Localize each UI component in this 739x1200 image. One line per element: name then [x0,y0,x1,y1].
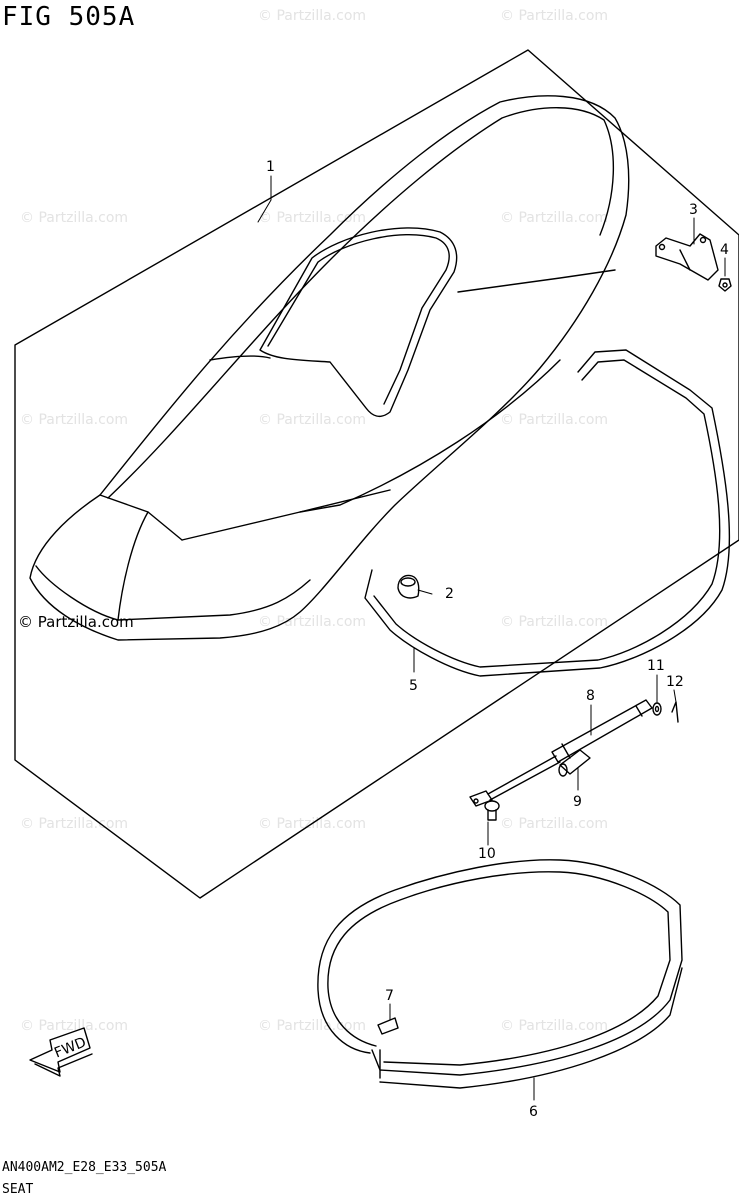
watermark-text: © Partzilla.com [258,210,367,226]
callout-1: 1 [266,159,275,175]
bracket-part-3[interactable] [655,233,719,281]
callout-9: 9 [573,794,582,810]
callout-8: 8 [586,688,595,704]
callout-11: 11 [647,658,665,674]
damper-part-8[interactable] [469,699,653,807]
callout-5: 5 [409,678,418,694]
figure-title: FIG 505A [2,2,136,32]
cushion-part-2[interactable] [397,574,420,599]
nut-part-4[interactable] [718,278,732,292]
assembly-frame [14,49,739,899]
copyright-notice: © Partzilla.com [18,613,134,631]
watermark-text: © Partzilla.com [20,1018,129,1034]
fwd-arrow-icon: FWD [29,1027,93,1077]
callout-2: 2 [445,586,454,602]
watermark-text: © Partzilla.com [500,210,609,226]
watermark-text: © Partzilla.com [20,816,129,832]
watermark-text: © Partzilla.com [258,8,367,24]
callout-6: 6 [529,1104,538,1120]
seat-part-1[interactable] [29,95,630,641]
leader-lines [257,175,726,1101]
watermark-text: © Partzilla.com [20,412,129,428]
callout-4: 4 [720,242,729,258]
model-code: AN400AM2_E28_E33_505A [2,1160,167,1175]
callout-7: 7 [385,988,394,1004]
washer-part-11[interactable] [652,702,662,716]
callout-3: 3 [689,202,698,218]
watermark-text: © Partzilla.com [500,412,609,428]
clip-part-7[interactable] [377,1017,399,1035]
watermark-text: © Partzilla.com [500,614,609,630]
tray-seal-part-5[interactable] [364,349,731,677]
watermark-text: © Partzilla.com [500,816,609,832]
watermark-text: © Partzilla.com [500,8,609,24]
watermark-text: © Partzilla.com [500,1018,609,1034]
watermark-text: © Partzilla.com [258,412,367,428]
bolt-part-10[interactable] [484,800,500,821]
cap-part-9[interactable] [558,749,591,777]
section-name: SEAT [2,1182,34,1197]
callout-10: 10 [478,846,496,862]
watermark-text: © Partzilla.com [258,614,367,630]
pin-part-12[interactable] [671,701,679,723]
watermark-text: © Partzilla.com [20,210,129,226]
seal-part-6[interactable] [317,859,683,1089]
callout-12: 12 [666,674,684,690]
